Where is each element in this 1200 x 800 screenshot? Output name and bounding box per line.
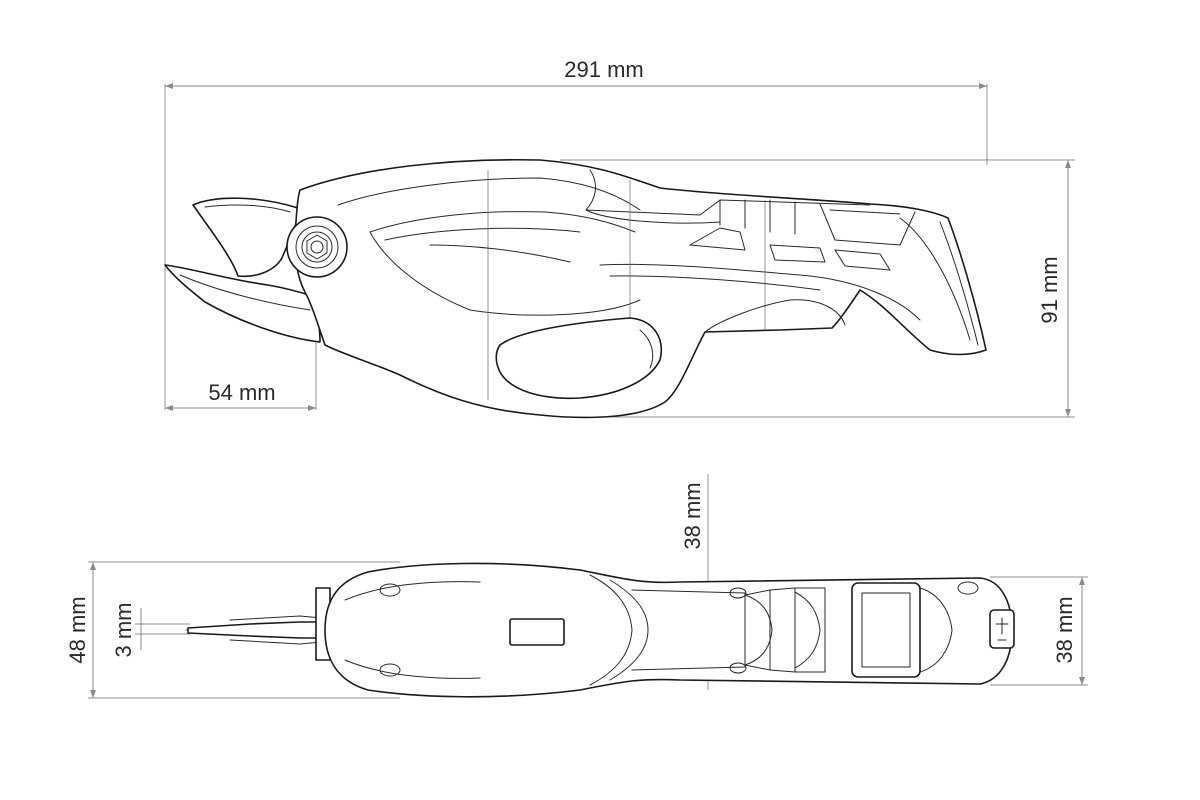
handle-width-label: 38 mm (1052, 596, 1077, 663)
top-width-label: 38 mm (680, 482, 705, 549)
battery-pack (851, 582, 921, 678)
blade-thickness-dimension: 3 mm (111, 603, 190, 658)
pivot-bolt (286, 216, 348, 278)
overall-width-dimension: 48 mm (65, 561, 400, 699)
blade-length-label: 54 mm (208, 380, 275, 405)
side-height-label: 91 mm (1037, 256, 1062, 323)
overall-length-label: 291 mm (564, 57, 643, 82)
top-view: 38 mm 48 mm 3 mm 38 mm (65, 474, 1088, 699)
blade-thickness-label: 3 mm (111, 603, 136, 658)
trigger-opening (495, 317, 662, 400)
side-height-dimension: 91 mm (560, 159, 1075, 418)
blade-top-view (187, 621, 326, 639)
handle-width-dimension: 38 mm (990, 576, 1088, 686)
overall-length-dimension: 291 mm (164, 57, 988, 410)
tool-body (293, 158, 987, 419)
overall-width-label: 48 mm (65, 596, 90, 663)
charging-port (989, 609, 1015, 649)
side-view: 291 mm 54 mm 91 mm (164, 57, 1075, 419)
blade-length-dimension: 54 mm (165, 300, 317, 411)
switch-button[interactable] (509, 618, 565, 646)
upper-jaw (192, 197, 300, 278)
